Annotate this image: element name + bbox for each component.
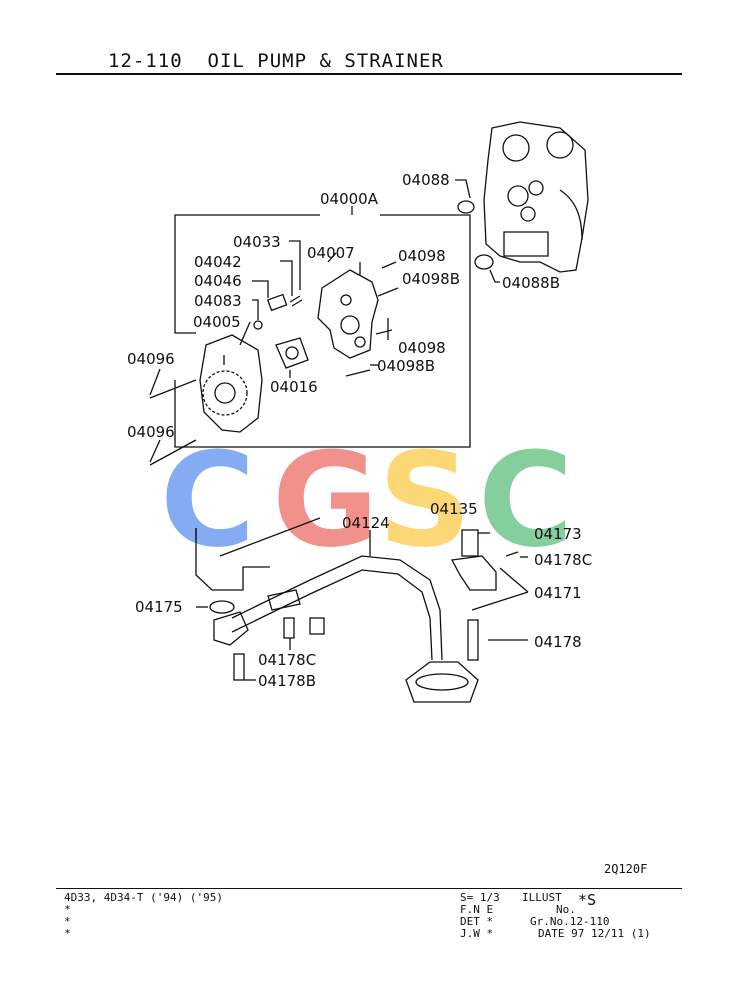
- label-04178B: 04178B: [258, 672, 316, 690]
- label-04088: 04088: [402, 171, 450, 189]
- label-04098B-bottom: 04098B: [377, 357, 435, 375]
- label-04173: 04173: [534, 525, 582, 543]
- label-04178C-bottom: 04178C: [258, 651, 316, 669]
- label-04083: 04083: [194, 292, 242, 310]
- pump-cover-drawing: [317, 269, 379, 359]
- label-04088B: 04088B: [502, 274, 560, 292]
- strainer-bracket-drawing: [195, 528, 270, 591]
- label-04096-bottom: 04096: [127, 423, 175, 441]
- fne-field: F.N E: [460, 903, 494, 916]
- date-field: DATE 97 12/11 (1): [538, 927, 651, 940]
- det-field: DET *: [460, 915, 494, 928]
- footer-star-3: *: [64, 927, 71, 940]
- title-rule: [56, 73, 682, 75]
- label-04000A: 04000A: [320, 190, 379, 208]
- illust-number: *S: [578, 891, 597, 909]
- footer-rule: [56, 888, 682, 889]
- group-number: Gr.No.12-110: [530, 915, 610, 928]
- label-04042: 04042: [194, 253, 242, 271]
- engine-case-drawing: [483, 121, 589, 273]
- footer-star-1: *: [64, 903, 71, 916]
- illust-label: ILLUST: [522, 891, 562, 904]
- strainer-pipe-drawing: [231, 555, 443, 661]
- label-04005: 04005: [193, 313, 241, 331]
- label-04046: 04046: [194, 272, 242, 290]
- label-04178C-right: 04178C: [534, 551, 592, 569]
- oring-04088: [457, 200, 475, 214]
- label-04124: 04124: [342, 514, 390, 532]
- illustration-code: 2Q120F: [604, 862, 648, 876]
- label-04098-bottom: 04098: [398, 339, 446, 357]
- label-04016: 04016: [270, 378, 318, 396]
- watermark-letter-4: C: [478, 424, 573, 576]
- sheet-number: S= 1/3: [460, 891, 500, 904]
- pump-body-drawing: [199, 334, 263, 433]
- label-04171: 04171: [534, 584, 582, 602]
- label-04135: 04135: [430, 500, 478, 518]
- label-04096-top: 04096: [127, 350, 175, 368]
- model-list: 4D33, 4D34-T ('94) ('95): [64, 891, 223, 904]
- label-04098-top: 04098: [398, 247, 446, 265]
- assembly-box: [174, 214, 320, 334]
- watermark-letter-3: S: [378, 424, 472, 576]
- label-04178: 04178: [534, 633, 582, 651]
- footer-star-2: *: [64, 915, 71, 928]
- watermark-letter-1: C: [160, 424, 255, 576]
- watermark-letter-2: G: [272, 424, 379, 576]
- strainer-bell-drawing: [405, 661, 479, 703]
- pump-gear-drawing: [202, 370, 248, 416]
- label-04007: 04007: [307, 244, 355, 262]
- watermark: C G S C: [160, 424, 573, 576]
- label-04175: 04175: [135, 598, 183, 616]
- label-04098B-top: 04098B: [402, 270, 460, 288]
- oring-04088B: [474, 254, 494, 270]
- jw-field: J.W *: [460, 927, 494, 940]
- label-04033: 04033: [233, 233, 281, 251]
- page-title: 12-110 OIL PUMP & STRAINER: [108, 50, 444, 72]
- illust-no-label: No.: [556, 903, 576, 916]
